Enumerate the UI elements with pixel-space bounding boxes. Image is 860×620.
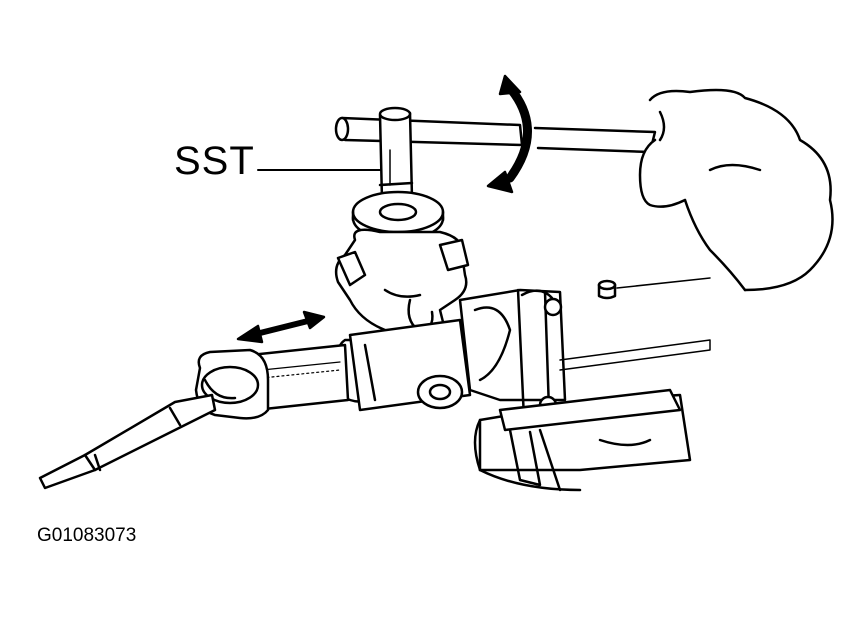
sst-callout-label: SST <box>174 139 255 183</box>
bench-vise <box>473 339 711 492</box>
rack-bar <box>248 343 350 412</box>
gear-housing <box>334 228 470 343</box>
hand-illustration <box>638 88 834 292</box>
torque-wrench <box>38 393 217 490</box>
figure-id-label: G01083073 <box>37 525 137 546</box>
rack-tube <box>334 318 472 412</box>
rotation-arrow-icon <box>486 74 532 194</box>
slide-arrow-icon <box>236 310 326 344</box>
